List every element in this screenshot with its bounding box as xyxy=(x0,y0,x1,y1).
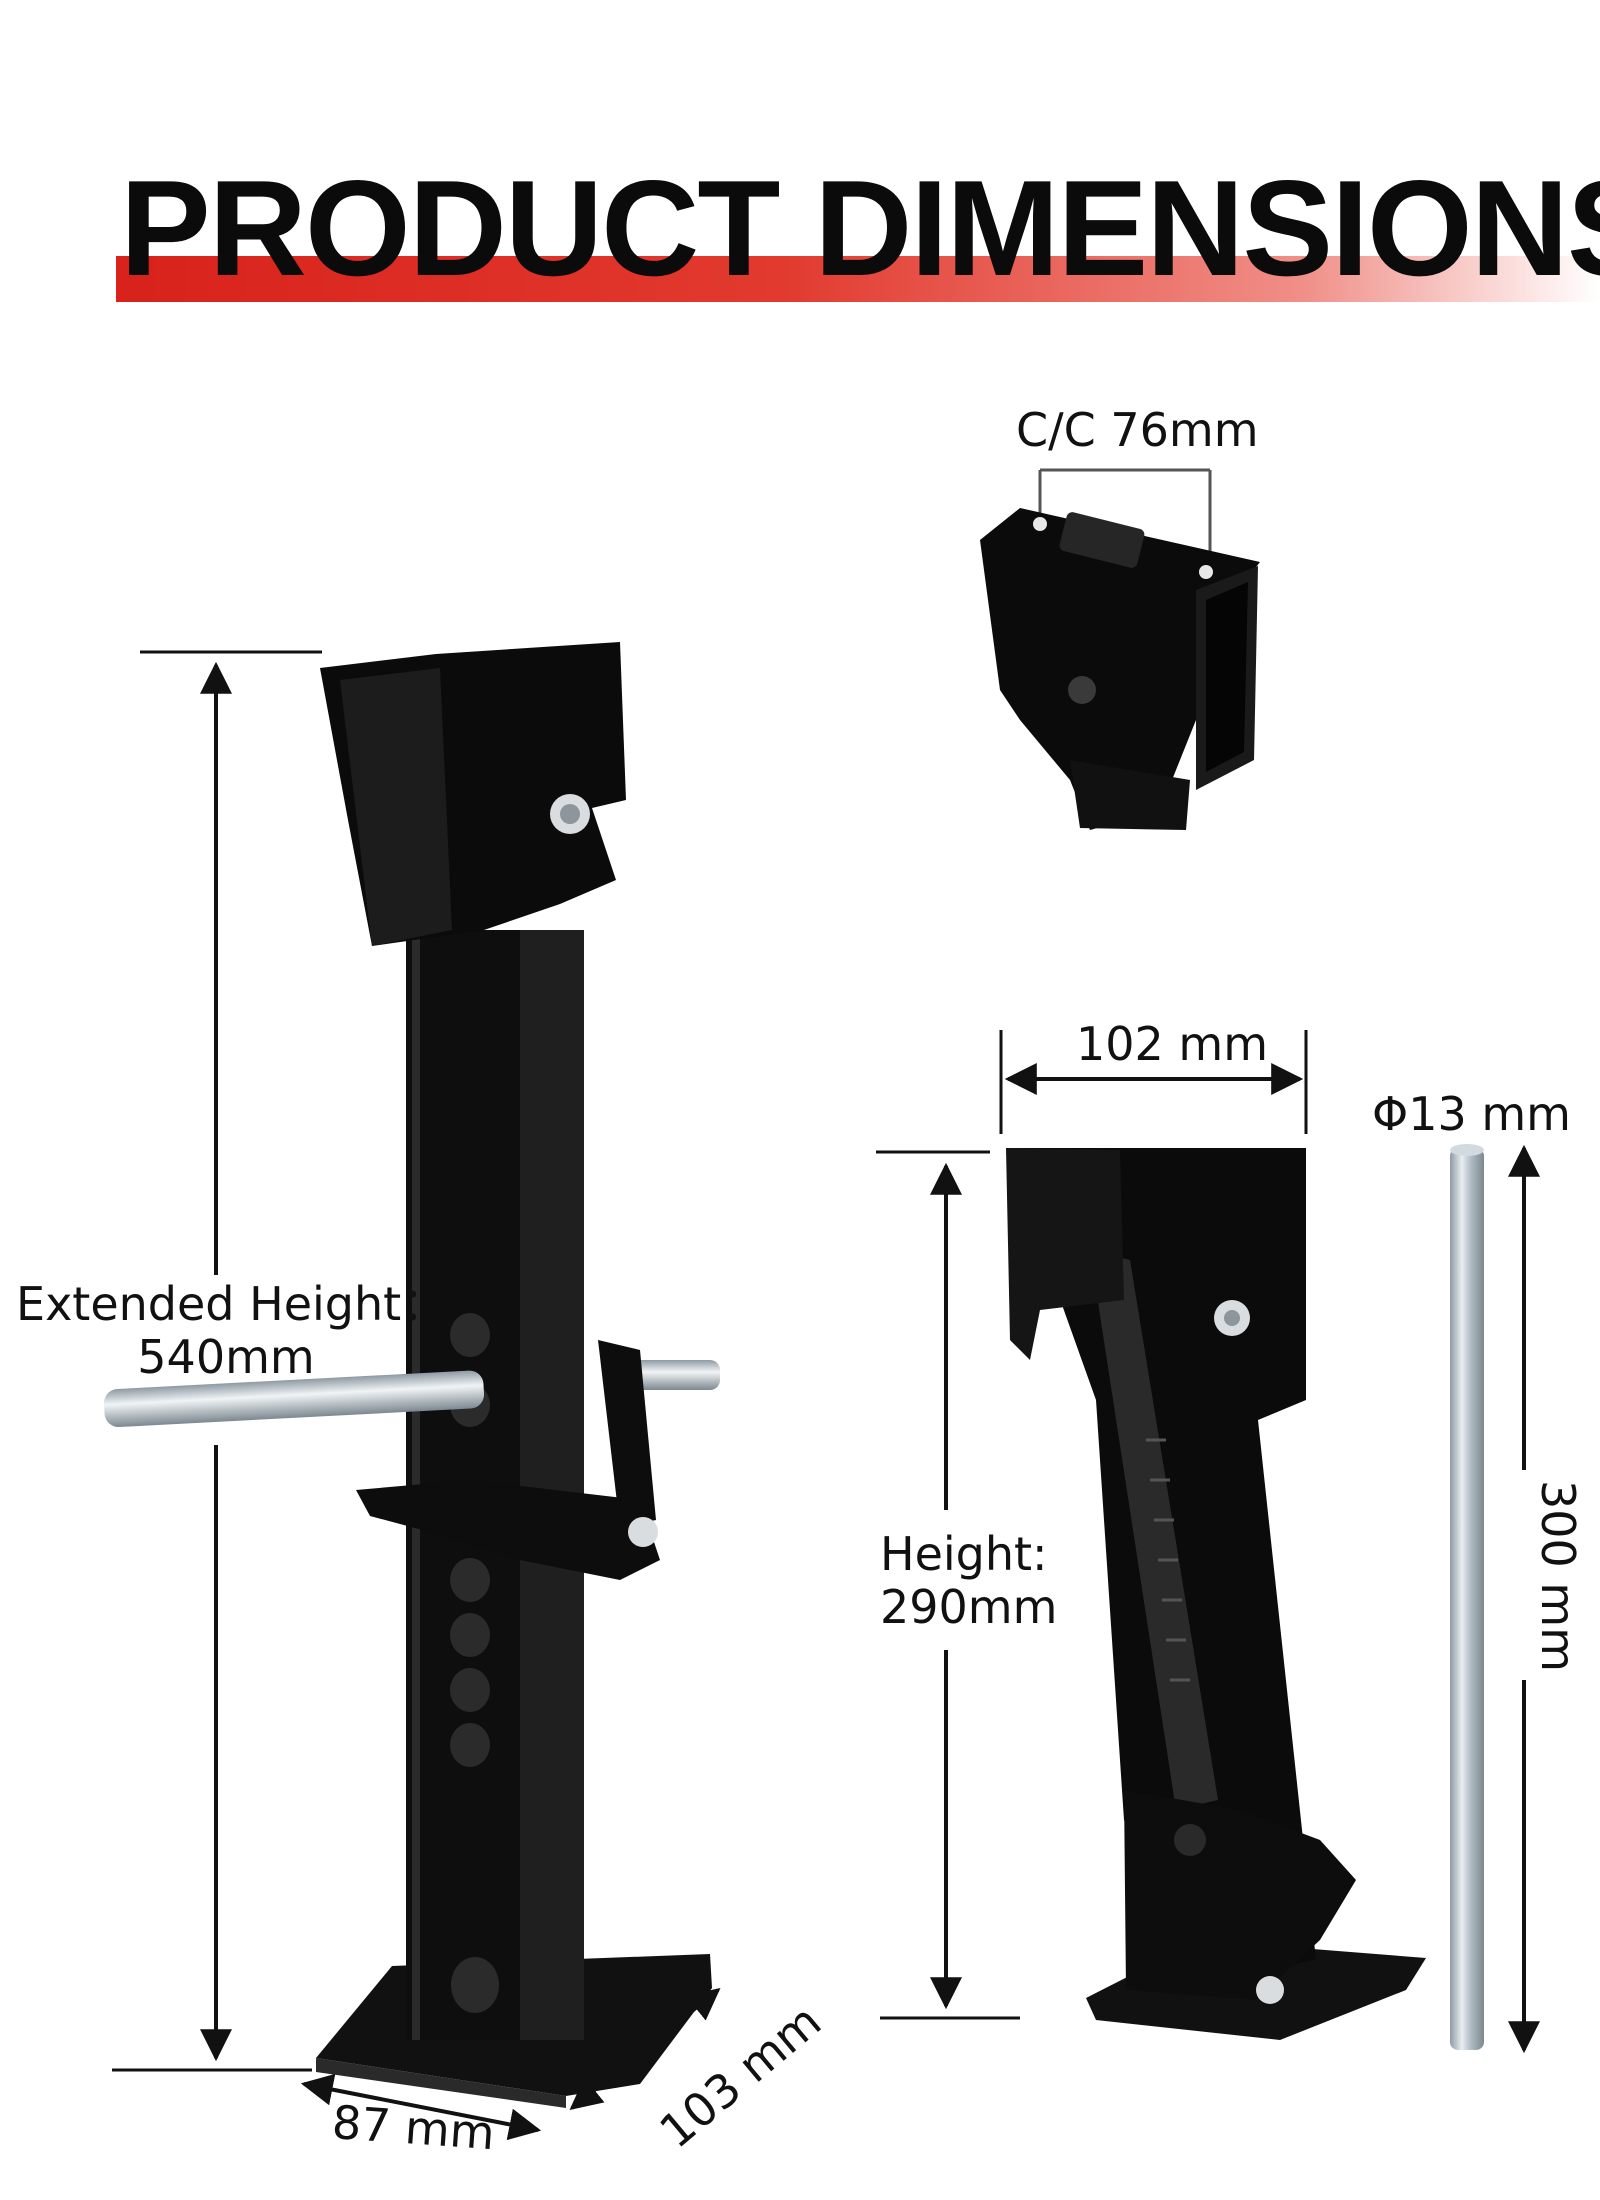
head-width-label: 102 mm xyxy=(1076,1017,1269,1071)
rod-diameter-label: Φ13 mm xyxy=(1372,1087,1571,1141)
base-depth-arrow xyxy=(569,1987,721,2111)
base-width-arrow xyxy=(300,2073,542,2141)
title-underline-band xyxy=(116,256,1600,302)
handle-rod xyxy=(1450,1144,1540,2054)
collapsed-jack xyxy=(876,1030,1426,2040)
center-to-center-label: C/C 76mm xyxy=(1016,403,1259,457)
extended-height-label: Extended Height： xyxy=(16,1277,448,1331)
extended-height-value: 540mm xyxy=(137,1329,315,1384)
extended-height-label-group: Extended Height： 540mm xyxy=(16,1277,448,1384)
page-title: PRODUCT DIMENSIONS xyxy=(120,152,1600,304)
height-value: 290mm xyxy=(880,1579,1058,1634)
rod-length-label: 300 mm xyxy=(1531,1480,1585,1673)
height-label-group: Height: 290mm xyxy=(880,1528,1057,1634)
base-width-label: 87 mm xyxy=(330,2095,497,2161)
bracket-detail xyxy=(980,468,1260,830)
height-label: Height: xyxy=(880,1527,1048,1581)
